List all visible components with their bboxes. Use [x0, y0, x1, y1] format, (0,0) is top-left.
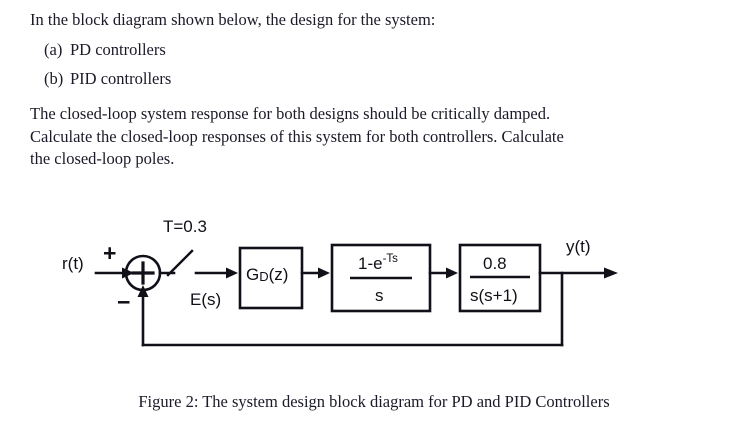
sum-input-sign-plus: +	[103, 240, 116, 266]
choice-marker-b: (b)	[44, 69, 64, 89]
plant-denominator: s(s+1)	[470, 286, 518, 305]
paragraph-line-1: The closed-loop system response for both…	[30, 103, 551, 123]
controller-label-main: G	[246, 265, 259, 284]
list-item: (b) PID controllers	[30, 67, 720, 90]
block-diagram: r(t) + − T=0.3 E(s) GD(z) 1-e-Ts s 0.8 s…	[0, 205, 748, 365]
zoh-numerator-base: 1-e	[358, 254, 383, 273]
plant-numerator: 0.8	[483, 254, 507, 273]
error-arrowhead	[226, 267, 238, 279]
sum-feedback-sign-minus: −	[117, 289, 130, 315]
zoh-block	[330, 243, 432, 313]
controller-label-sub: D	[259, 269, 268, 284]
error-signal-label: E(s)	[190, 290, 221, 309]
sampling-period-label: T=0.3	[163, 217, 207, 236]
choice-label-b: PID controllers	[70, 69, 172, 89]
sampler-blade	[166, 249, 194, 277]
controller-to-zoh-arrowhead	[318, 267, 330, 279]
problem-statement: In the block diagram shown below, the de…	[30, 8, 720, 171]
output-arrowhead	[604, 267, 618, 279]
paragraph-line-2: Calculate the closed-loop responses of t…	[30, 126, 564, 146]
zoh-denominator: s	[375, 286, 384, 305]
figure-caption: Figure 2: The system design block diagra…	[138, 392, 610, 411]
feedback-arrowhead	[137, 285, 149, 297]
zoh-numerator-exponent: -Ts	[383, 253, 399, 265]
controller-block	[238, 246, 304, 310]
choice-marker-a: (a)	[44, 39, 63, 59]
input-signal-label: r(t)	[62, 254, 84, 273]
paragraph-line-3: the closed-loop poles.	[30, 149, 175, 169]
choice-label-a: PD controllers	[70, 39, 166, 59]
zoh-numerator: 1-e-Ts	[358, 253, 398, 273]
choices-list: (a) PD controllers (b) PID controllers	[30, 38, 720, 91]
zoh-to-plant-arrowhead	[446, 267, 458, 279]
plant-block	[458, 243, 542, 313]
body-paragraph: The closed-loop system response for both…	[30, 103, 690, 171]
controller-label-tail: (z)	[269, 265, 289, 284]
output-signal-label: y(t)	[566, 237, 591, 256]
lead-sentence: In the block diagram shown below, the de…	[30, 10, 436, 29]
list-item: (a) PD controllers	[30, 38, 720, 61]
controller-label: GD(z)	[246, 265, 288, 284]
